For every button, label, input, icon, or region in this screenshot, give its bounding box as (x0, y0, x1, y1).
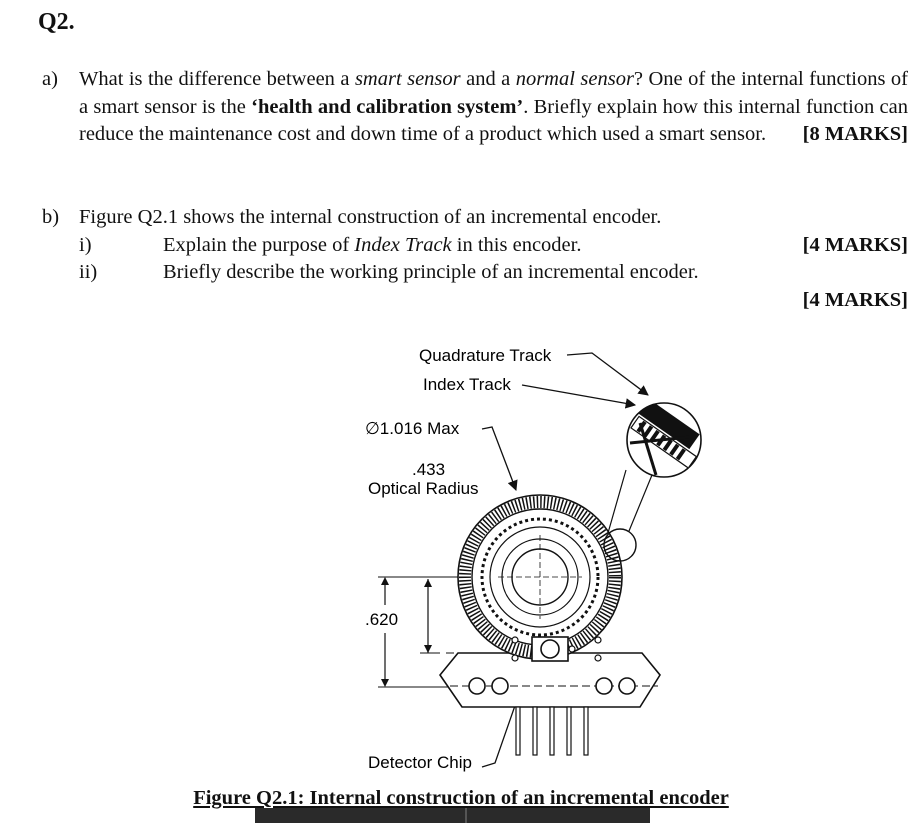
quadrature-leader (566, 352, 649, 396)
part-b-label: b) (42, 206, 60, 228)
chip-hole-3 (594, 636, 602, 644)
encoder-diagram: Quadrature Track Index Track ∅1.016 Max … (365, 346, 702, 772)
item-ii-marks: [4 MARKS] (802, 288, 908, 311)
label-optical-radius-value: .433 (412, 460, 445, 479)
redacted-bar-divider (465, 808, 467, 823)
mounting-hole-left-2 (491, 677, 509, 695)
redacted-bar (255, 808, 650, 823)
detail-connector-1 (628, 474, 653, 532)
chip-hole-5 (568, 645, 576, 653)
item-i-number: i) (79, 233, 92, 256)
part-a-em-smart-sensor: smart sensor (354, 68, 461, 90)
part-b-intro: Figure Q2.1 shows the internal construct… (79, 206, 662, 228)
part-a-text-4: . Briefly explain how this internal func… (79, 95, 909, 146)
part-a-text-1: What is the difference between a (79, 68, 355, 90)
detector-pins (515, 706, 589, 756)
chip-hole-2 (511, 654, 519, 662)
item-i-text-em: Index Track (354, 233, 452, 256)
detector-leader (481, 696, 519, 768)
diameter-leader (481, 426, 518, 491)
item-i-text-post: in this encoder. (451, 233, 582, 256)
part-a-bold-health: ‘health and calibration system’ (251, 95, 524, 118)
chip-hole-1 (511, 636, 519, 644)
label-height-dimension: .620 (365, 610, 398, 629)
figure-caption: Figure Q2.1: Internal construction of an… (0, 787, 922, 810)
mounting-hole-left-1 (468, 677, 486, 695)
code-wheel-text-ring (480, 517, 600, 637)
item-i-marks: [4 MARKS] (802, 233, 908, 256)
question-number: Q2. (38, 9, 75, 35)
chip-hole-4 (594, 654, 602, 662)
part-a-marks: [8 MARKS] (802, 123, 908, 145)
label-index-track: Index Track (423, 375, 511, 394)
part-b-item-i: i) Explain the purpose of Index Track in… (42, 232, 908, 260)
item-i-text-pre: Explain the purpose of (163, 233, 355, 256)
code-wheel-track (459, 496, 621, 658)
part-a-text-2: and a (460, 68, 516, 90)
item-ii-number: ii) (79, 261, 98, 283)
part-b-item-ii: ii) Briefly describe the working princip… (42, 259, 908, 287)
detail-connector-2 (607, 469, 627, 534)
part-a-text: What is the difference between a smart s… (79, 66, 908, 149)
label-optical-radius: Optical Radius (368, 479, 479, 498)
item-i-text: Explain the purpose of Index Track in th… (163, 232, 581, 260)
detail-marker (603, 528, 637, 562)
detector-lens (540, 639, 560, 659)
question-part-a: a) What is the difference between a smar… (42, 66, 908, 149)
item-ii-text: Briefly describe the working principle o… (163, 261, 699, 283)
label-detector-chip: Detector Chip (368, 753, 472, 772)
mounting-hole-right-1 (595, 677, 613, 695)
label-quadrature-track: Quadrature Track (419, 346, 552, 365)
zoom-tracks (629, 403, 700, 476)
radius-dim-arrowheads (424, 579, 432, 653)
mounting-hole-right-2 (618, 677, 636, 695)
index-leader (521, 384, 637, 409)
figure-caption-text: Figure Q2.1: Internal construction of an… (193, 787, 729, 809)
part-a-label: a) (42, 68, 58, 90)
part-a-em-normal-sensor: normal sensor (515, 68, 634, 90)
encoder-figure: Quadrature Track Index Track ∅1.016 Max … (330, 335, 730, 787)
part-a-text-3: ? One of the internal functions of a sma… (79, 68, 908, 118)
label-diameter: ∅1.016 Max (365, 419, 460, 438)
question-part-b: b) Figure Q2.1 shows the internal constr… (42, 204, 908, 314)
